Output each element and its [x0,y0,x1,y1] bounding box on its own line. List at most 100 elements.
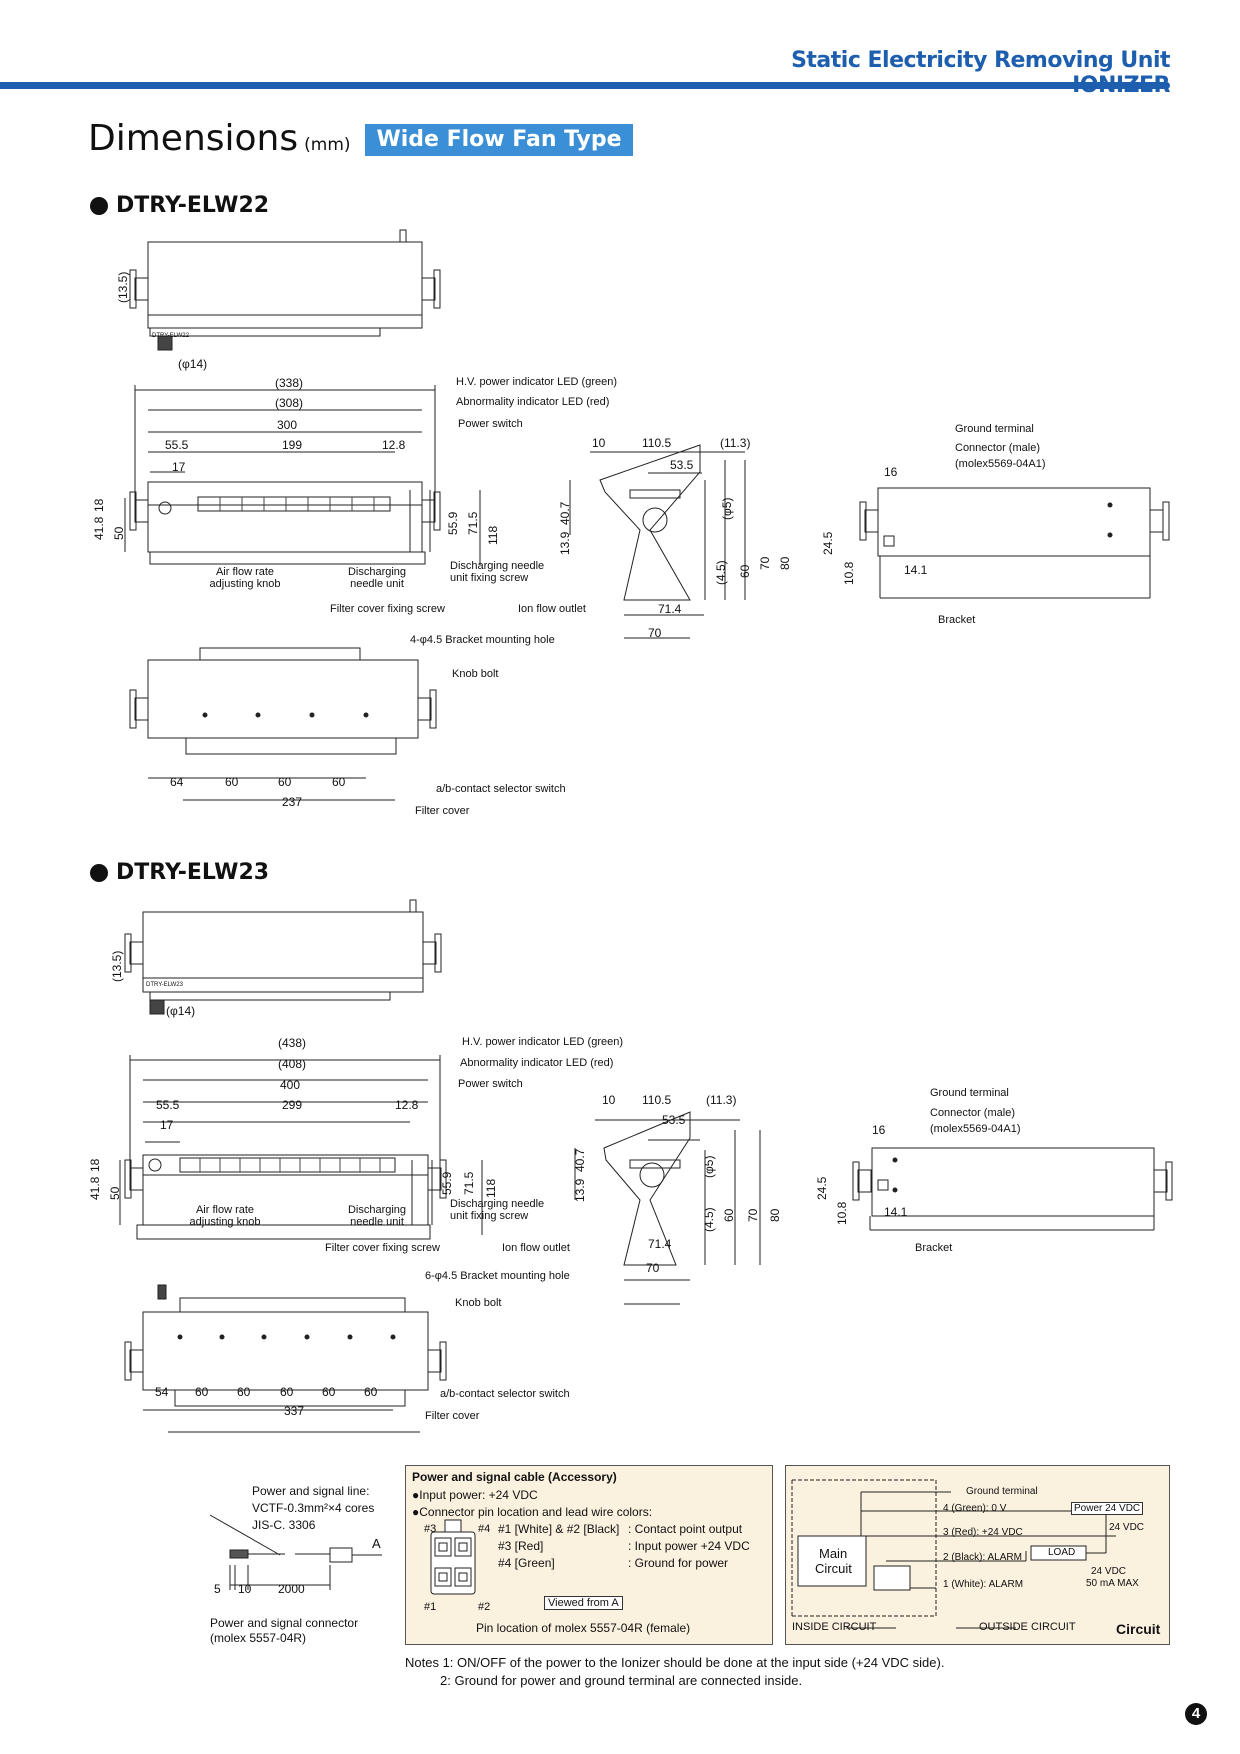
callout: Filter cover [415,805,470,817]
view-marker: A [372,1536,381,1551]
load-label: LOAD [1048,1547,1076,1558]
dim-label: (438) [278,1036,307,1050]
dim-label: 60 [322,1385,336,1399]
dim-label: 55.5 [165,438,189,452]
pin-row-2-desc: : Input power +24 VDC [628,1539,750,1553]
circuit-pin3: 3 (Red): +24 VDC [943,1527,1023,1538]
model1-drawing [124,229,1170,801]
dim-label: 70 [648,626,662,640]
dim-label: 14.1 [904,563,928,577]
dim-label: 17 [160,1118,174,1132]
model2-bottom-view [124,1284,447,1433]
dim-label: (4.5) [702,1207,716,1232]
dim-label: 13.9 [558,531,572,555]
model1-side-view [569,444,746,639]
section-title-text: Dimensions [88,118,299,159]
viewed-from-label: Viewed from A [544,1596,623,1610]
model1-right-view [859,487,1170,599]
callout: Ion flow outlet [502,1242,570,1254]
dim-label: 80 [768,1208,782,1222]
callout: Connector (male) [930,1107,1015,1119]
dim-label: 40.7 [558,501,572,525]
dim-label: 40.7 [573,1148,587,1172]
callout: Ion flow outlet [518,603,586,615]
power-supply-label: Power 24 VDC [1071,1502,1144,1515]
dim-label: 16 [884,465,898,479]
dim-label: 110.5 [642,1093,672,1107]
dim-label: 24.5 [821,531,835,555]
document-header-title: Static Electricity Removing Unit IONIZER [791,48,1170,98]
dim-label: 60 [332,775,346,789]
callout: (molex5569-04A1) [955,458,1046,470]
callout: Ground terminal [930,1087,1009,1099]
callout: Abnormality indicator LED (red) [456,396,610,408]
type-badge: Wide Flow Fan Type [365,124,633,156]
dim-label: 64 [170,775,184,789]
dim-label: 400 [280,1078,301,1092]
inside-circuit-label: INSIDE CIRCUIT [792,1621,877,1633]
cable-line-title: Power and signal line: [252,1484,370,1498]
circuit-pin2: 2 (Black): ALARM [943,1552,1022,1563]
model2-right-view [852,1147,1173,1231]
dim-label: 14.1 [884,1205,908,1219]
callout: (molex5569-04A1) [930,1123,1021,1135]
dim-label: 55.9 [440,1171,454,1195]
dim-label: 18 [88,1158,102,1172]
callout: Filter cover fixing screw [330,603,445,615]
pin-row-1-desc: : Contact point output [628,1522,743,1536]
note-1: Notes 1: ON/OFF of the power to the Ioni… [405,1655,945,1670]
dim-label: 60 [237,1385,251,1399]
notes: Notes 1: ON/OFF of the power to the Ioni… [405,1654,944,1690]
dim-label: 17 [172,460,186,474]
dim-label: 2000 [278,1582,305,1596]
pin-label: #2 [478,1601,491,1613]
circuit-pin1: 1 (White): ALARM [943,1579,1024,1590]
callout: Air flow rate adjusting knob [189,1204,261,1228]
cable-box-pin-note: ●Connector pin location and lead wire co… [412,1505,653,1519]
dim-label: 10 [592,436,606,450]
callout: 6-φ4.5 Bracket mounting hole [425,1270,570,1282]
dim-label: 10.8 [835,1201,849,1225]
dim-label: (4.5) [714,560,728,585]
dim-label: 70 [646,1261,660,1275]
dim-label: (408) [278,1057,307,1071]
cable-box-title: Power and signal cable (Accessory) [412,1470,617,1484]
callout: Power switch [458,418,523,430]
callout: Discharging needle unit [347,566,407,590]
model1-heading: DTRY-ELW22 [90,193,269,218]
dim-label: 60 [722,1208,736,1222]
callout: Filter cover fixing screw [325,1242,440,1254]
model1-bottom-view [129,647,437,801]
callout: Discharging needle unit fixing screw [450,560,545,584]
dim-label: 60 [278,775,292,789]
dim-label: 71.4 [658,602,682,616]
callout: Power switch [458,1078,523,1090]
page-number: 4 [1185,1703,1207,1725]
callout: Knob bolt [452,668,499,680]
pin-row-1-name: #1 [White] & #2 [Black] [498,1522,620,1536]
dim-label: 70 [758,556,772,570]
circuit-box: Ground terminal 4 (Green): 0 V 3 (Red): … [785,1465,1170,1645]
model1-top-view [129,229,441,351]
dim-label: 41.8 [88,1176,102,1200]
model2-drawing [119,899,1173,1433]
callout: 4-φ4.5 Bracket mounting hole [410,634,555,646]
callout: Air flow rate adjusting knob [209,566,281,590]
dim-label: 12.8 [395,1098,419,1112]
dim-label: 70 [746,1208,760,1222]
dim-label: 10 [238,1582,252,1596]
dim-label: 53.5 [670,458,694,472]
cable-line-standard: JIS-C. 3306 [252,1518,316,1532]
model2-heading: DTRY-ELW23 [90,860,269,885]
dim-label: 13.9 [573,1178,587,1202]
main-circuit-label-1: Main [819,1546,848,1561]
model2-name: DTRY-ELW23 [116,860,270,885]
circuit-pin4: 4 (Green): 0 V [943,1503,1007,1514]
load-voltage-label: 24 VDC [1091,1566,1127,1577]
dim-label: 118 [484,1178,498,1198]
dim-label: 18 [92,498,106,512]
dim-label: 60 [225,775,239,789]
dim-label: 24.5 [815,1176,829,1200]
cable-box-input-power: ●Input power: +24 VDC [412,1488,538,1502]
dim-label: 12.8 [382,438,406,452]
